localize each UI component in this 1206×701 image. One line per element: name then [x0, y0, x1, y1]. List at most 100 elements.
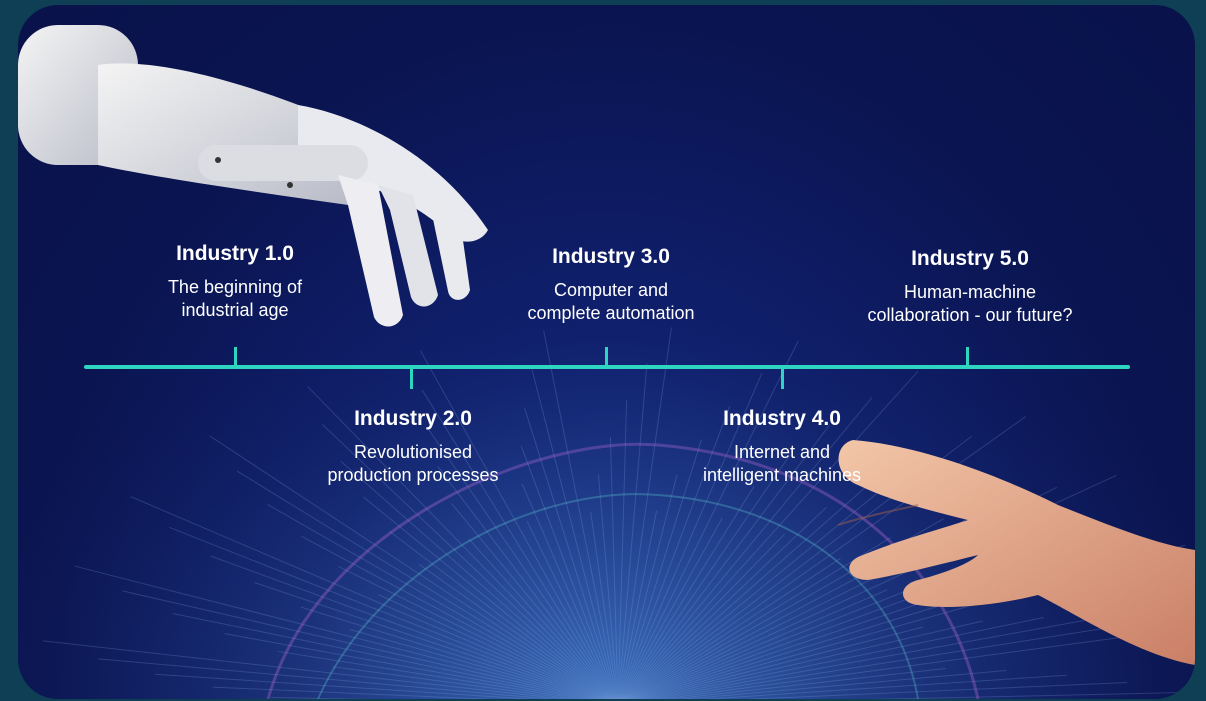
milestone-industry-3: Industry 3.0 Computer and complete autom…	[496, 245, 726, 325]
milestone-desc: Human-machine	[903, 282, 1037, 302]
network-ray	[172, 612, 592, 699]
network-ray	[609, 437, 619, 699]
network-ray	[321, 424, 613, 699]
network-ray	[169, 526, 605, 699]
network-ray	[254, 582, 602, 699]
milestone-desc: production processes	[327, 465, 499, 485]
network-ray	[652, 617, 1168, 699]
milestone-industry-4: Industry 4.0 Internet and intelligent ma…	[672, 407, 892, 487]
timeline-tick-3	[605, 347, 608, 367]
network-ray	[209, 435, 610, 699]
network-ray	[300, 606, 601, 699]
network-ray	[619, 439, 702, 699]
milestone-desc: Revolutionised	[353, 442, 473, 462]
network-ray	[617, 400, 628, 699]
network-ray	[437, 465, 615, 699]
network-ray	[630, 589, 888, 699]
network-ray	[338, 565, 608, 699]
network-ray	[641, 620, 983, 699]
network-ray	[679, 670, 1007, 699]
milestone-desc: Internet and	[733, 442, 831, 462]
network-ray	[451, 502, 614, 699]
network-ray	[624, 457, 921, 699]
human-hand-image	[837, 440, 1195, 665]
milestone-industry-1: Industry 1.0 The beginning of industrial…	[125, 242, 345, 322]
network-background	[18, 5, 1195, 699]
network-ray	[122, 590, 595, 699]
network-ray	[648, 616, 1106, 699]
network-ray	[867, 691, 1188, 699]
network-ray	[618, 510, 658, 699]
milestone-desc: industrial age	[181, 300, 289, 320]
network-ray	[278, 650, 584, 699]
network-ray	[526, 521, 616, 699]
milestone-title: Industry 3.0	[552, 245, 670, 268]
network-ray	[618, 327, 672, 699]
milestone-title: Industry 5.0	[911, 247, 1029, 270]
network-ray	[543, 330, 618, 699]
network-ray	[622, 397, 873, 699]
network-ray	[224, 633, 588, 699]
network-ray	[301, 535, 608, 699]
timeline-axis	[84, 365, 1130, 369]
network-ray	[74, 565, 597, 699]
network-ray	[623, 533, 785, 699]
milestone-desc: collaboration - our future?	[867, 305, 1073, 325]
network-ray	[620, 372, 763, 699]
milestone-title: Industry 2.0	[354, 407, 472, 430]
milestone-desc: Computer and	[553, 280, 669, 300]
network-ray	[521, 483, 616, 699]
milestone-desc: The beginning of	[167, 277, 303, 297]
network-ray	[340, 460, 612, 699]
network-ray	[624, 481, 873, 699]
milestone-title: Industry 1.0	[176, 242, 294, 265]
network-ray	[626, 558, 841, 699]
network-ray	[130, 496, 606, 699]
milestone-industry-5: Industry 5.0 Human-machine collaboration…	[836, 247, 1104, 327]
network-ray	[43, 640, 569, 699]
milestone-desc: intelligent machines	[702, 465, 862, 485]
network-ray	[700, 674, 1067, 699]
network-ray	[590, 511, 618, 699]
network-ray	[618, 363, 648, 699]
milestone-title: Industry 4.0	[723, 407, 841, 430]
network-ray	[333, 666, 578, 699]
network-ray	[421, 389, 615, 699]
network-ray	[667, 667, 946, 699]
network-ray	[236, 470, 610, 699]
network-ray	[349, 628, 599, 699]
network-ray	[622, 370, 919, 699]
network-ray	[620, 340, 799, 699]
network-ray	[531, 369, 617, 699]
network-ray	[520, 445, 617, 699]
network-ray	[742, 681, 1128, 699]
network-ray	[420, 350, 616, 699]
network-ray	[468, 539, 614, 699]
network-ray	[212, 686, 494, 699]
network-ray	[631, 575, 944, 699]
network-ray	[523, 407, 617, 699]
timeline-tick-4	[781, 367, 784, 389]
timeline-tick-2	[410, 367, 413, 389]
timeline-panel: Industry 1.0 The beginning of industrial…	[18, 5, 1195, 699]
network-ray	[307, 386, 613, 699]
network-ray	[623, 506, 827, 699]
milestone-industry-2: Industry 2.0 Revolutionised production p…	[301, 407, 525, 487]
network-ray	[597, 474, 618, 699]
network-ray	[620, 517, 723, 699]
network-ray	[418, 563, 611, 699]
network-ray	[619, 405, 731, 699]
network-ray	[626, 537, 892, 699]
network-ray	[619, 474, 678, 699]
timeline-tick-5	[966, 347, 969, 367]
network-ray	[98, 658, 557, 699]
network-ray	[621, 454, 791, 699]
timeline-tick-1	[234, 347, 237, 367]
network-ray	[362, 496, 612, 699]
network-ray	[267, 504, 609, 699]
network-ray	[154, 673, 536, 699]
network-ray	[621, 485, 755, 699]
network-ray	[644, 617, 1044, 699]
network-ray	[389, 530, 611, 699]
network-ray	[210, 555, 604, 699]
